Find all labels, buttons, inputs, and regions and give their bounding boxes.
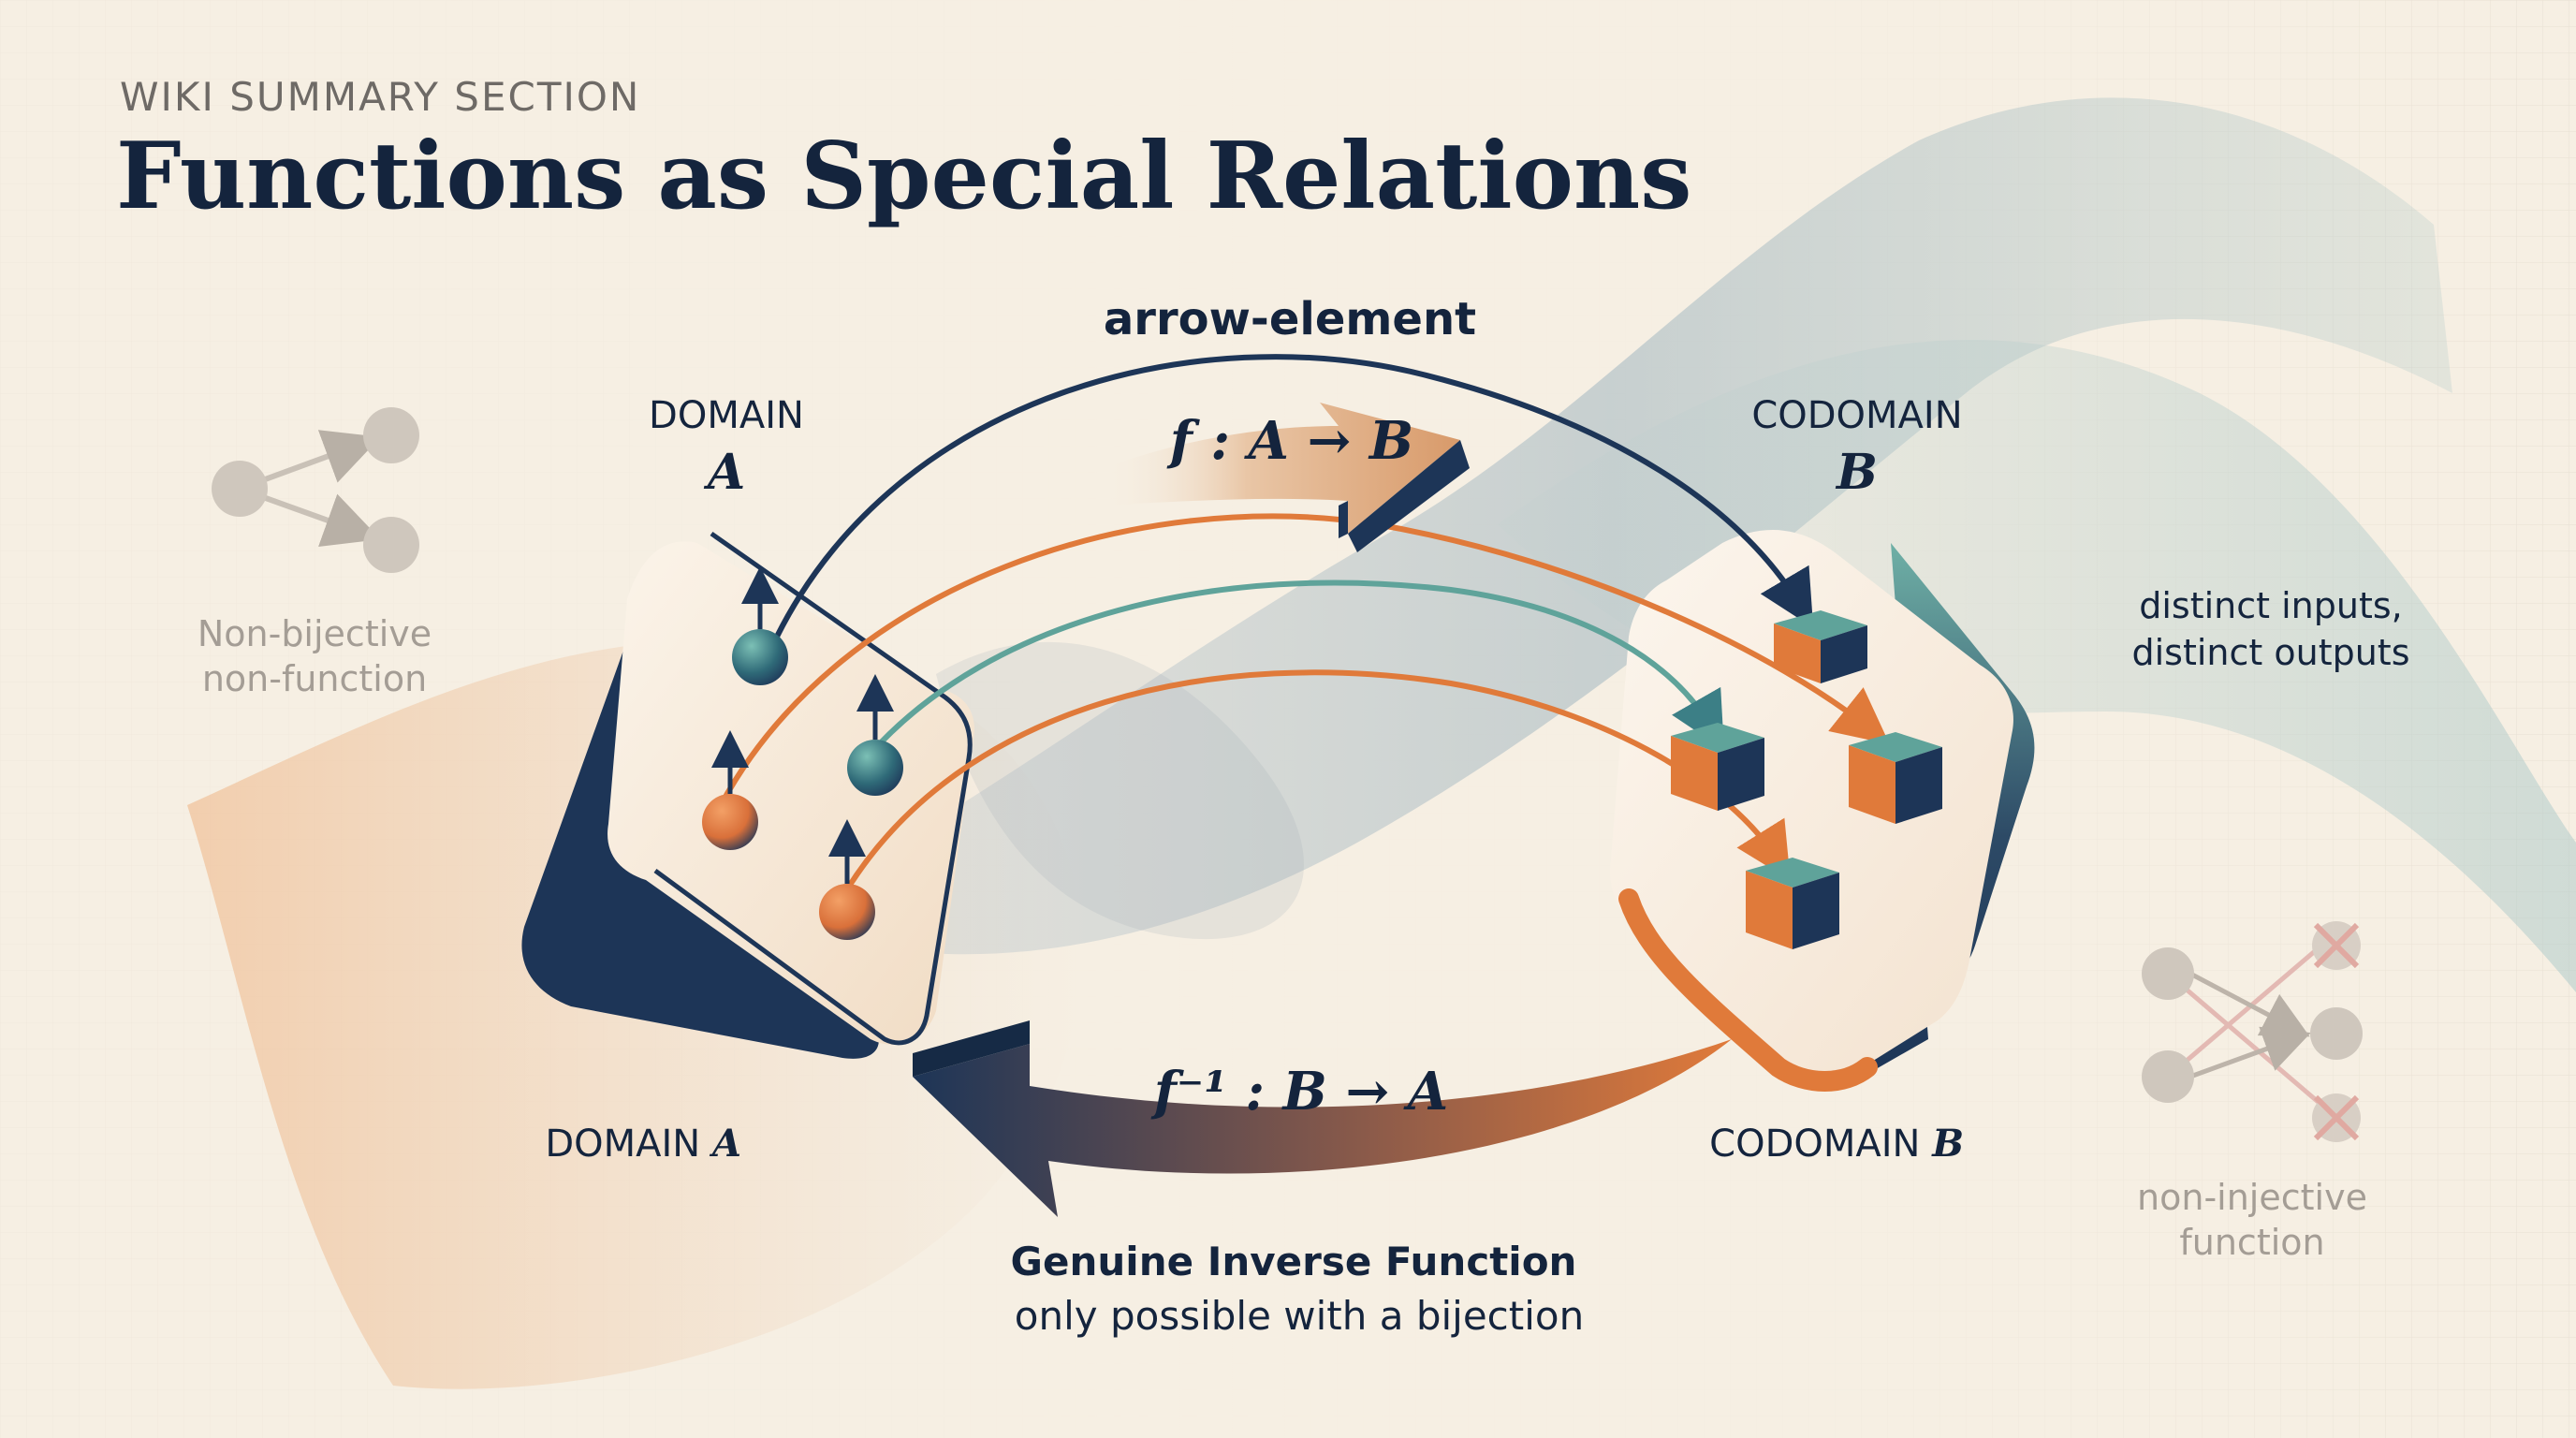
domain-top-symbol: A xyxy=(703,444,745,501)
non-injective-target-node xyxy=(2310,1007,2363,1060)
codomain-element-1 xyxy=(1774,610,1867,683)
forward-map-label: f : A → B xyxy=(1166,410,1413,472)
mapping-arrow-1 xyxy=(774,354,1814,638)
codomain-b-block xyxy=(1610,530,2035,1092)
non-injective-caption-line2: function xyxy=(2179,1222,2324,1263)
non-function-target-node-1 xyxy=(363,407,419,463)
mapping-arrow-3 xyxy=(868,580,1724,756)
non-function-example: Non-bijective non-function xyxy=(198,407,432,699)
domain-element-1 xyxy=(732,566,788,685)
domain-a-block xyxy=(521,531,974,1059)
non-injective-source-node-1 xyxy=(2142,947,2194,1000)
codomain-bottom-label-row: CODOMAIN B xyxy=(1709,1122,1964,1166)
non-injective-source-node-2 xyxy=(2142,1050,2194,1103)
forward-function-arrow xyxy=(1105,403,1470,552)
domain-element-4 xyxy=(819,819,875,940)
bijection-note-line2: distinct outputs xyxy=(2131,632,2409,673)
codomain-element-3 xyxy=(1849,732,1942,824)
inverse-subtitle: only possible with a bijection xyxy=(1015,1293,1584,1339)
domain-bottom-label-row: DOMAIN A xyxy=(545,1122,741,1166)
codomain-elements xyxy=(1671,610,1942,949)
codomain-element-4 xyxy=(1746,858,1839,949)
codomain-top-symbol: B xyxy=(1835,444,1878,501)
domain-bottom-symbol: A xyxy=(709,1122,741,1166)
non-function-target-node-2 xyxy=(363,517,419,573)
non-function-caption-line2: non-function xyxy=(202,658,427,699)
bijection-note-line1: distinct inputs, xyxy=(2139,585,2403,626)
domain-element-2 xyxy=(847,674,903,796)
codomain-top-label: CODOMAIN xyxy=(1751,394,1962,437)
inverse-function-arrow xyxy=(913,1020,1732,1217)
background-wave-teal xyxy=(1498,339,2576,992)
background-wave-shadow xyxy=(936,641,1304,940)
page-title: Functions as Special Relations xyxy=(116,123,1691,230)
domain-elements xyxy=(702,566,903,940)
domain-bottom-label: DOMAIN xyxy=(545,1123,700,1166)
domain-top-label: DOMAIN xyxy=(649,394,804,437)
codomain-bottom-symbol: B xyxy=(1931,1122,1964,1166)
inverse-title: Genuine Inverse Function xyxy=(1011,1239,1577,1284)
non-function-source-node xyxy=(212,461,268,517)
codomain-element-2 xyxy=(1671,723,1764,811)
codomain-bottom-label: CODOMAIN xyxy=(1709,1123,1920,1166)
eyebrow-label: WIKI SUMMARY SECTION xyxy=(120,74,640,120)
cross-out-icon xyxy=(2313,922,2360,1141)
arrow-element-label: arrow-element xyxy=(1104,293,1476,345)
non-injective-caption-line1: non-injective xyxy=(2137,1177,2367,1218)
inverse-map-label: f⁻¹ : B → A xyxy=(1150,1061,1449,1123)
non-function-caption-line1: Non-bijective xyxy=(198,613,432,654)
non-injective-example: non-injective function xyxy=(2137,921,2367,1263)
domain-element-3 xyxy=(702,730,758,850)
